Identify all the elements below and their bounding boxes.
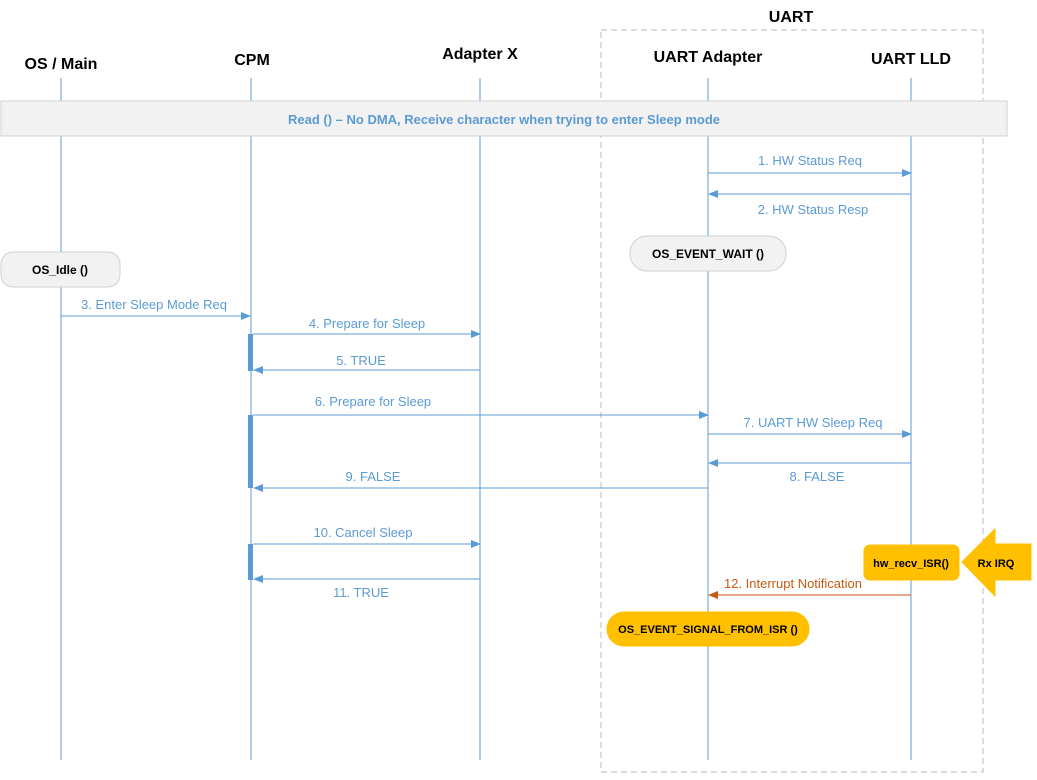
message-label-3: 3. Enter Sleep Mode Req bbox=[81, 297, 227, 312]
activation-bar-cpm-1 bbox=[248, 334, 253, 371]
message-label-7: 7. UART HW Sleep Req bbox=[744, 415, 883, 430]
message-label-2: 2. HW Status Resp bbox=[758, 202, 869, 217]
message-label-1: 1. HW Status Req bbox=[758, 153, 862, 168]
os-event-wait-pill bbox=[629, 235, 787, 272]
os-event-signal-pill bbox=[606, 611, 810, 647]
participant-adapter-x: Adapter X bbox=[442, 46, 518, 63]
participant-uart-lld: UART LLD bbox=[871, 51, 951, 68]
os-event-wait-label: OS_EVENT_WAIT () bbox=[652, 247, 764, 261]
os-event-signal-label: OS_EVENT_SIGNAL_FROM_ISR () bbox=[618, 624, 798, 636]
os-idle-label: OS_Idle () bbox=[32, 263, 88, 277]
message-label-6: 6. Prepare for Sleep bbox=[315, 394, 431, 409]
participant-cpm: CPM bbox=[234, 52, 270, 69]
note-banner-text: Read () – No DMA, Receive character when… bbox=[288, 112, 720, 127]
participant-uart-adapter: UART Adapter bbox=[654, 49, 763, 66]
message-label-10: 10. Cancel Sleep bbox=[313, 525, 412, 540]
uart-group-frame bbox=[600, 29, 984, 773]
activation-bar-cpm-2 bbox=[248, 415, 253, 488]
participant-os-main: OS / Main bbox=[25, 56, 98, 73]
rx-irq-arrow bbox=[961, 527, 1032, 598]
message-label-4: 4. Prepare for Sleep bbox=[309, 316, 425, 331]
note-banner bbox=[0, 100, 1008, 137]
os-idle-pill bbox=[0, 251, 121, 288]
message-label-11: 11. TRUE bbox=[333, 585, 389, 600]
message-label-9: 9. FALSE bbox=[346, 469, 401, 484]
uart-group-label: UART bbox=[769, 9, 814, 26]
rx-irq-label: Rx IRQ bbox=[978, 558, 1015, 570]
message-label-5: 5. TRUE bbox=[336, 353, 386, 368]
hw-recv-isr-label: hw_recv_ISR() bbox=[873, 558, 949, 570]
message-label-8: 8. FALSE bbox=[790, 469, 845, 484]
hw-recv-isr-box bbox=[863, 544, 960, 581]
activation-bar-cpm-3 bbox=[248, 544, 253, 580]
message-label-12: 12. Interrupt Notification bbox=[724, 576, 862, 591]
